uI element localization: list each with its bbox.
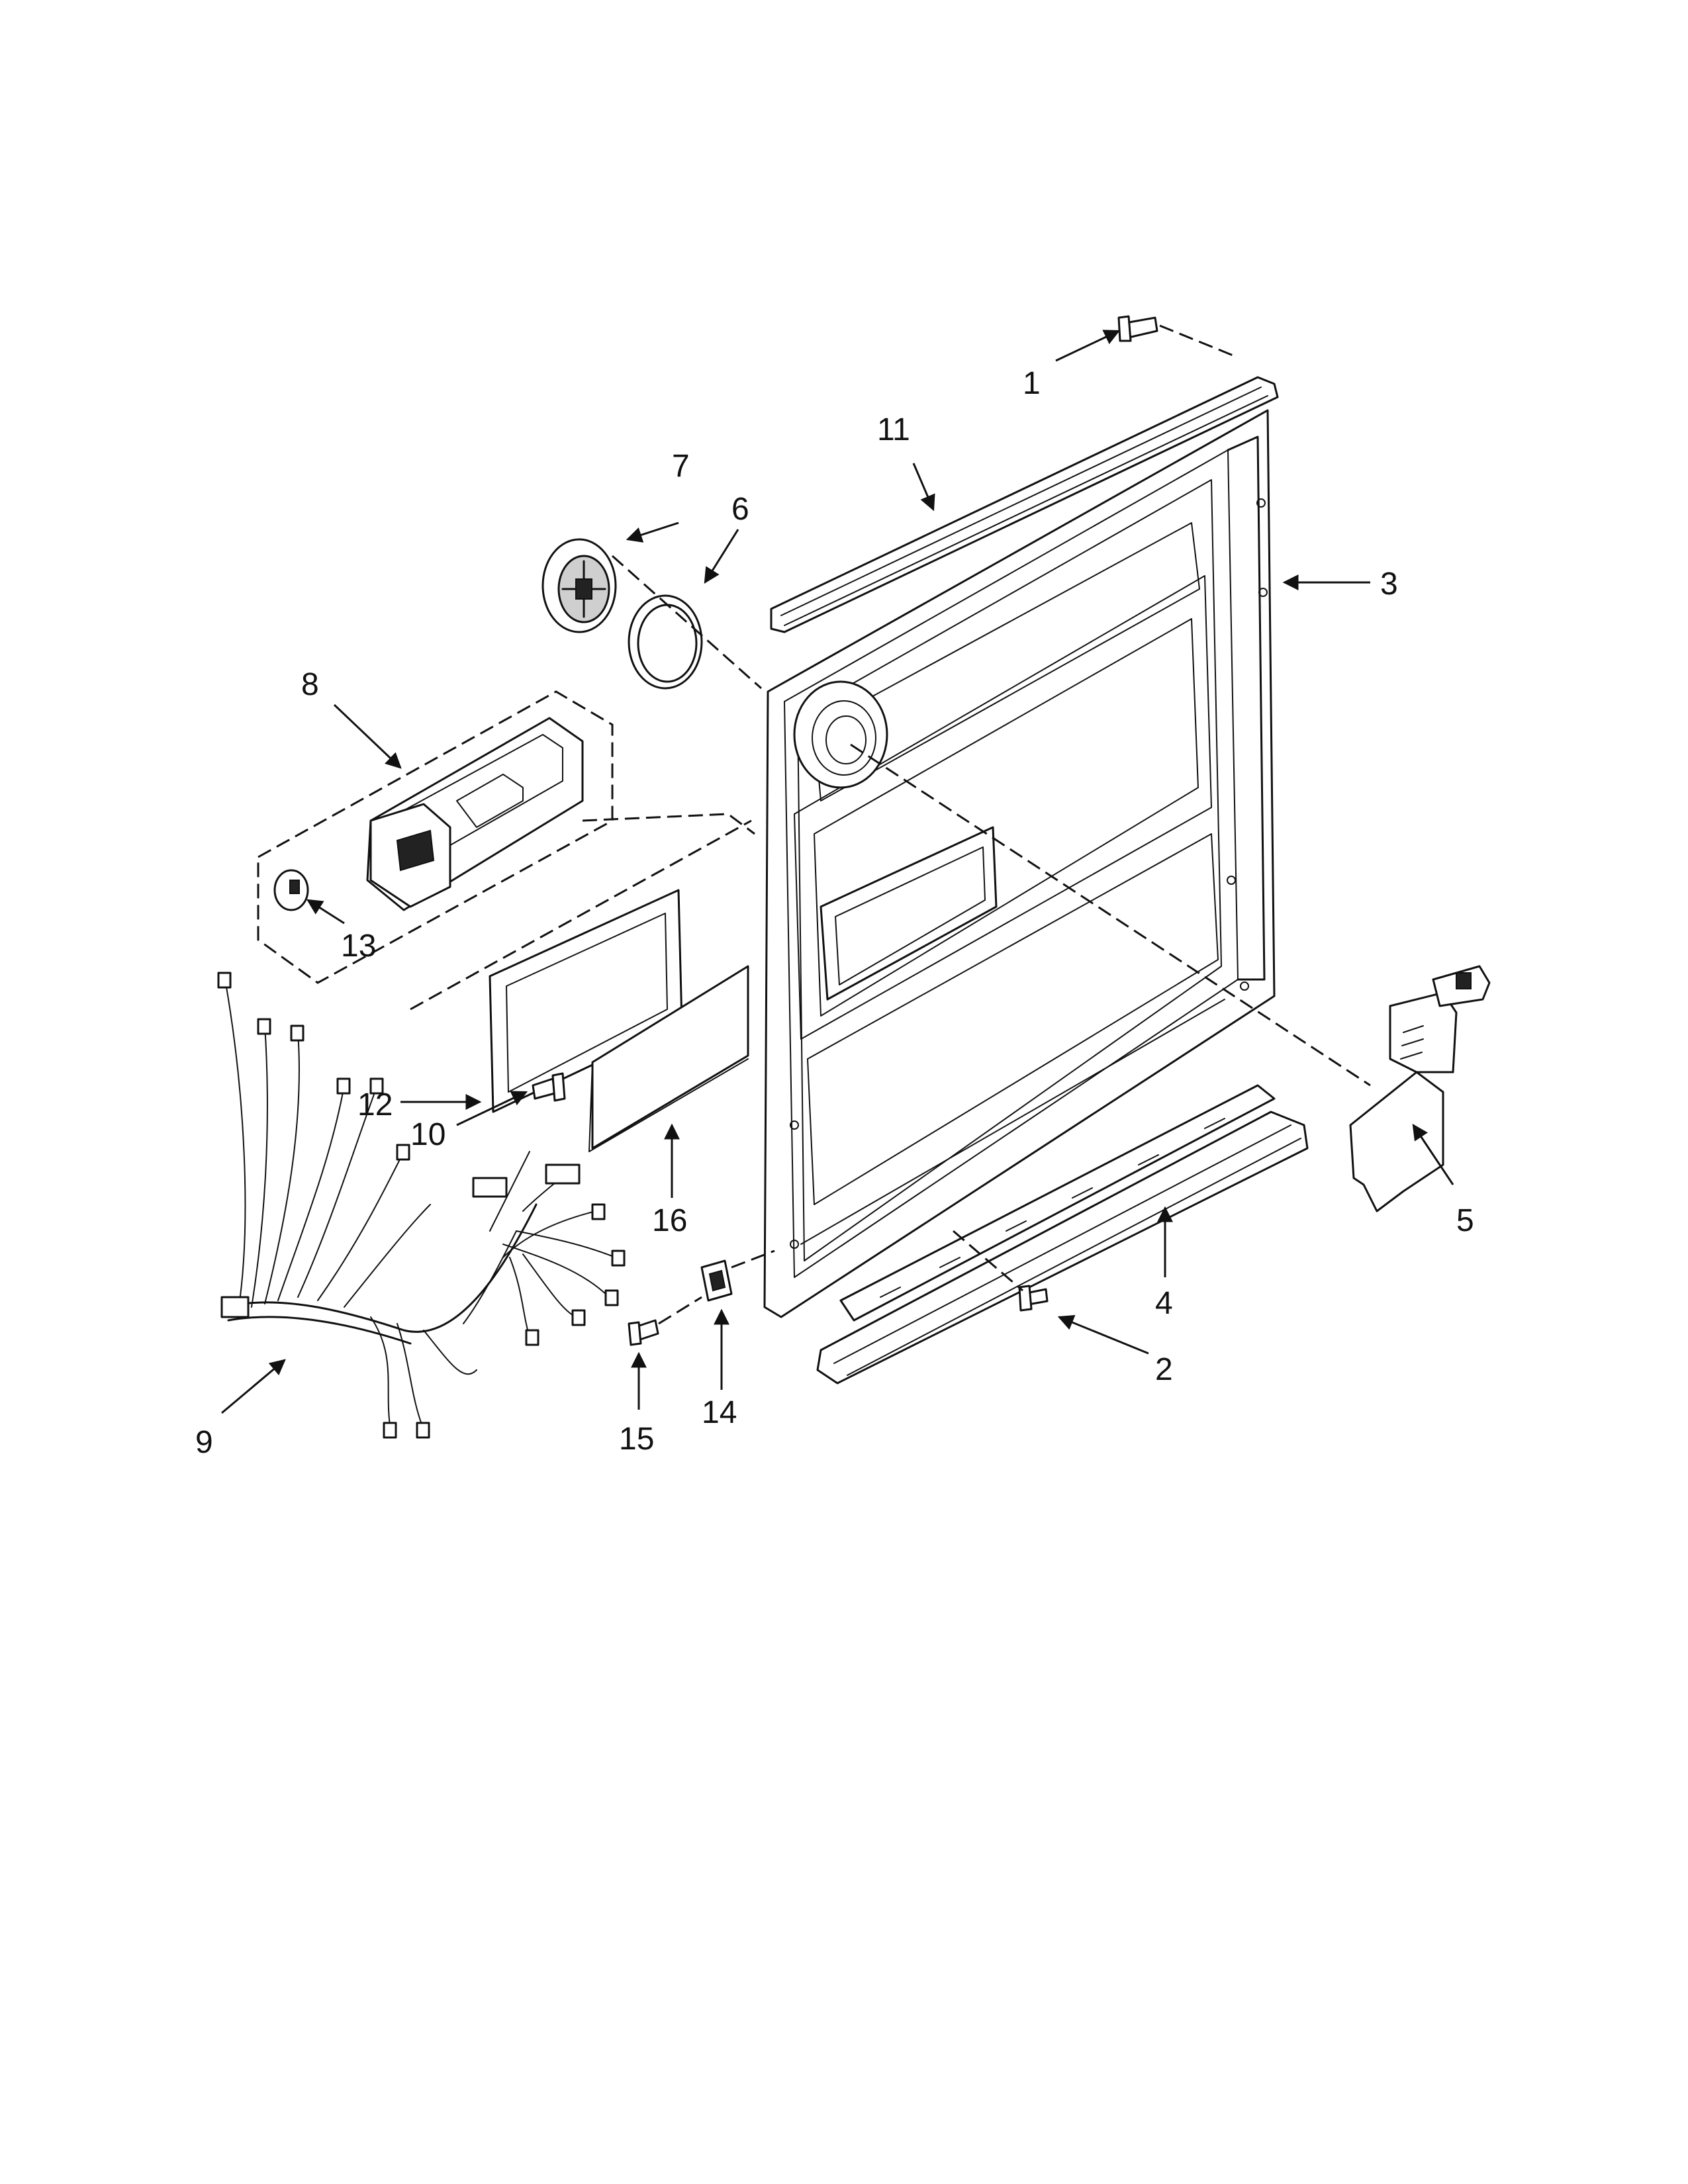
callout-11: 11 [877, 412, 910, 447]
dispenser-gasket [410, 819, 752, 1113]
top-screw [1117, 315, 1239, 359]
vent-alignment-line [850, 743, 1371, 1087]
clip-screw [628, 1296, 702, 1346]
callout-2: 2 [1155, 1352, 1173, 1387]
dispenser-knob [273, 869, 309, 911]
callout-16: 16 [652, 1203, 687, 1238]
callout-9: 9 [195, 1425, 213, 1460]
cap-alignment-line [612, 555, 762, 690]
callout-4: 4 [1155, 1286, 1173, 1321]
callout-13: 13 [341, 929, 376, 964]
callout-1: 1 [1023, 366, 1041, 401]
rinse-aid-cap [541, 538, 617, 633]
top-trim-strip [770, 376, 1279, 633]
leader-lines [221, 330, 1454, 1414]
callout-15: 15 [619, 1422, 654, 1457]
dispenser-assembly [257, 690, 614, 984]
lower-vent-assembly [816, 1084, 1309, 1385]
callouts: 1 2 3 4 5 6 7 8 9 10 11 12 13 14 15 16 [195, 366, 1474, 1460]
callout-6: 6 [731, 492, 749, 527]
rinse-aid-gasket [628, 594, 703, 690]
callout-12: 12 [357, 1087, 393, 1122]
wiring-harness [217, 972, 626, 1439]
callout-7: 7 [672, 449, 690, 484]
vent-assembly [1349, 965, 1491, 1212]
inner-door-panel [763, 409, 1276, 1318]
gasket-screw [532, 1072, 566, 1102]
callout-8: 8 [301, 667, 319, 702]
callout-10: 10 [410, 1117, 445, 1152]
callout-14: 14 [702, 1395, 737, 1430]
dispenser-alignment-line [582, 813, 755, 835]
callout-3: 3 [1380, 567, 1398, 602]
callout-5: 5 [1456, 1203, 1474, 1238]
harness-clip [700, 1250, 775, 1302]
insulation-panel [588, 965, 749, 1152]
